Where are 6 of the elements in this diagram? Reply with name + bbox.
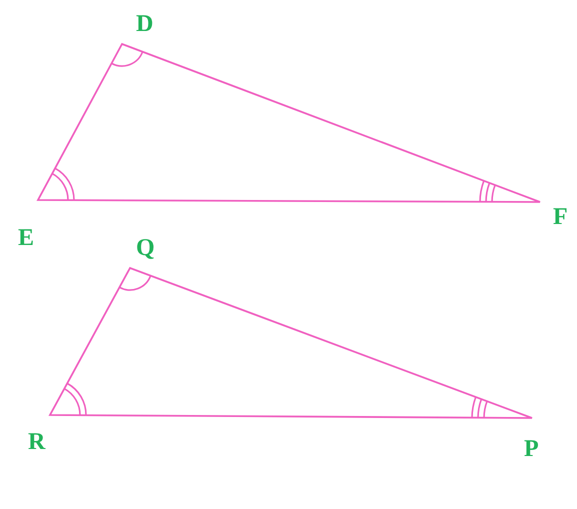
vertex-label: D (136, 12, 154, 36)
vertex-label: R (28, 430, 46, 454)
vertex-label: E (18, 226, 34, 250)
vertex-label: F (553, 205, 568, 229)
vertex-label: P (524, 437, 539, 461)
vertex-label: Q (136, 236, 155, 260)
